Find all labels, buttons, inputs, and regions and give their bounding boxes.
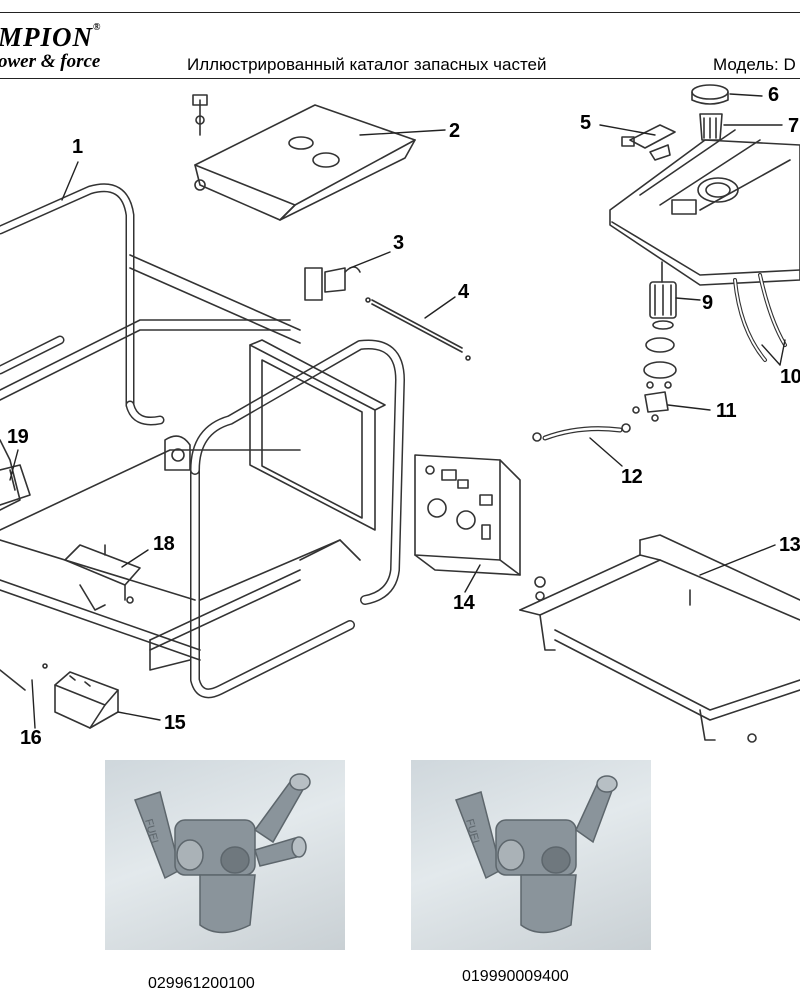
callout-1: 1 — [72, 136, 83, 158]
leader-lines — [9, 93, 786, 729]
callout-4: 4 — [458, 281, 469, 303]
bolts-part-16 — [0, 663, 48, 691]
control-panel-part-14 — [414, 454, 521, 576]
callout-3: 3 — [393, 232, 404, 254]
fuel-valve-photo-2: FUEL — [411, 760, 651, 950]
hoses-part-10 — [733, 273, 787, 362]
part-code-2: 019990009400 — [462, 968, 569, 985]
header-bottom-rule — [0, 78, 800, 79]
callout-5: 5 — [580, 112, 591, 134]
callout-12: 12 — [621, 466, 643, 488]
rod-part-4 — [365, 297, 471, 361]
callout-10: 10 — [780, 366, 800, 388]
callout-16: 16 — [20, 727, 42, 749]
callout-14: 14 — [453, 592, 475, 614]
block-part-15 — [54, 671, 119, 729]
callout-2: 2 — [449, 120, 460, 142]
callout-15: 15 — [164, 712, 186, 734]
header-top-rule — [0, 12, 800, 13]
part-code-1: 029961200100 — [148, 975, 255, 992]
model-label: Модель: D — [713, 55, 796, 74]
fuel-valve-photo-1: FUEL — [105, 760, 345, 950]
callout-13: 13 — [779, 534, 800, 556]
callout-9: 9 — [702, 292, 713, 314]
callout-19: 19 — [7, 426, 29, 448]
base-frame-part-13 — [519, 534, 800, 743]
brand-logo: MPION® — [0, 22, 102, 52]
callout-18: 18 — [153, 533, 175, 555]
bracket-part-3 — [304, 266, 361, 301]
exploded-parts-diagram — [0, 84, 800, 743]
brand-tagline: ower & force — [0, 51, 101, 72]
callout-11: 11 — [716, 400, 737, 422]
fuel-cap-parts-5-6-7 — [621, 84, 729, 161]
top-cover-part-2 — [192, 94, 416, 221]
fuel-tank — [609, 129, 800, 286]
fuel-valve-part-11 — [632, 391, 669, 422]
catalog-title: Иллюстрированный каталог запасных частей — [187, 55, 547, 74]
frame-part-1 — [0, 183, 405, 699]
fuel-line-part-12 — [532, 423, 631, 442]
callout-7: 7 — [788, 115, 799, 137]
bracket-part-18 — [64, 544, 141, 611]
fuel-filter-part-9 — [643, 261, 677, 389]
callout-6: 6 — [768, 84, 779, 106]
bracket-part-19 — [0, 464, 31, 506]
